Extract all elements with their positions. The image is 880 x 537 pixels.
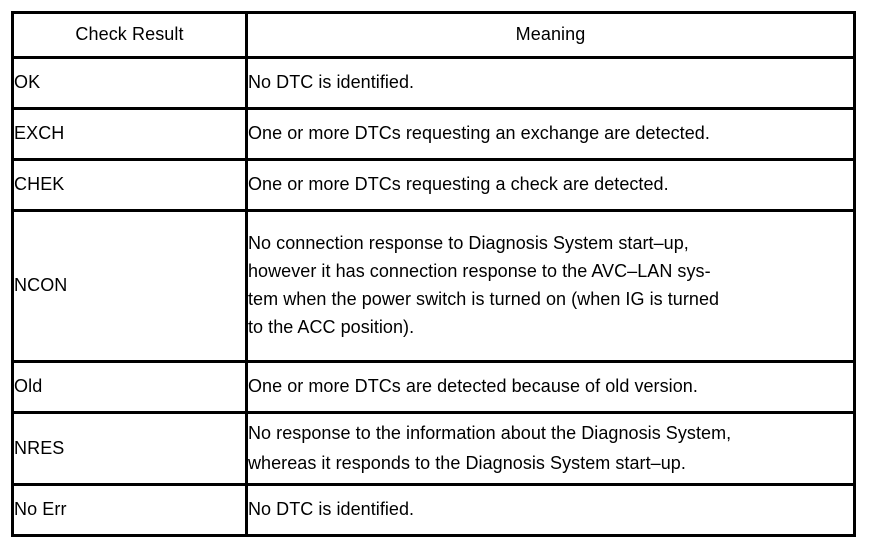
- column-header-check-result: Check Result: [11, 11, 248, 59]
- cell-check-result: Old: [11, 360, 248, 414]
- cell-check-result: NRES: [11, 411, 248, 486]
- table-header: Check Result Meaning: [11, 11, 856, 59]
- meaning-line: whereas it responds to the Diagnosis Sys…: [248, 452, 686, 473]
- table-header-row: Check Result Meaning: [11, 11, 856, 59]
- meaning-line: tem when the power switch is turned on (…: [248, 289, 720, 309]
- meaning-line: No DTC is identified.: [248, 72, 415, 93]
- cell-meaning: No connection response to Diagnosis Syst…: [245, 209, 856, 363]
- table-row: No Err No DTC is identified.: [11, 483, 856, 537]
- table-row: EXCH One or more DTCs requesting an exch…: [11, 107, 856, 161]
- cell-meaning: One or more DTCs requesting an exchange …: [245, 107, 856, 161]
- cell-check-result: NCON: [11, 209, 248, 363]
- cell-meaning: One or more DTCs requesting a check are …: [245, 158, 856, 212]
- cell-check-result: No Err: [11, 483, 248, 537]
- meaning-line: One or more DTCs are detected because of…: [248, 376, 698, 397]
- table-body: OK No DTC is identified. EXCH One or mor…: [11, 56, 856, 537]
- table-row: Old One or more DTCs are detected becaus…: [11, 360, 856, 414]
- document-page: Check Result Meaning OK No DTC is identi…: [11, 11, 856, 537]
- table-row: NRES No response to the information abou…: [11, 411, 856, 486]
- cell-meaning: No DTC is identified.: [245, 56, 856, 110]
- column-header-meaning: Meaning: [245, 11, 856, 59]
- table-row: NCON No connection response to Diagnosis…: [11, 209, 856, 363]
- check-result-table: Check Result Meaning OK No DTC is identi…: [11, 11, 856, 537]
- meaning-line: No connection response to Diagnosis Syst…: [248, 233, 689, 254]
- check-result-table-wrapper: Check Result Meaning OK No DTC is identi…: [11, 11, 856, 537]
- cell-meaning: One or more DTCs are detected because of…: [245, 360, 856, 414]
- meaning-line: One or more DTCs requesting a check are …: [248, 174, 669, 195]
- table-row: CHEK One or more DTCs requesting a check…: [11, 158, 856, 212]
- meaning-line: No DTC is identified.: [248, 499, 415, 520]
- meaning-line: One or more DTCs requesting an exchange …: [248, 123, 710, 144]
- meaning-line: however it has connection response to th…: [248, 261, 711, 282]
- cell-check-result: CHEK: [11, 158, 248, 212]
- cell-check-result: OK: [11, 56, 248, 110]
- cell-check-result: EXCH: [11, 107, 248, 161]
- meaning-line: to the ACC position).: [248, 316, 415, 337]
- cell-meaning: No response to the information about the…: [245, 411, 856, 486]
- meaning-line: No response to the information about the…: [248, 422, 732, 443]
- table-row: OK No DTC is identified.: [11, 56, 856, 110]
- cell-meaning: No DTC is identified.: [245, 483, 856, 537]
